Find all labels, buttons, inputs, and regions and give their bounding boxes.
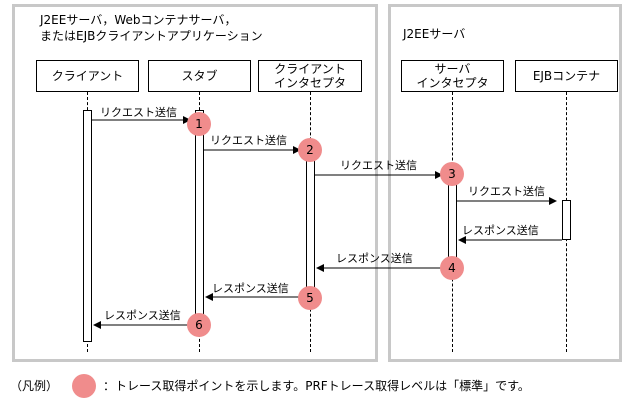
ejb-container-activation <box>562 200 571 240</box>
message-label-request-3: リクエスト送信 <box>340 159 417 172</box>
trace-point-5: 5 <box>298 286 322 310</box>
server-interceptor-box: サーバ インタセプタ <box>401 60 504 92</box>
stub-box: スタブ <box>148 60 251 92</box>
left-region-label: J2EEサーバ，Webコンテナサーバ， またはEJBクライアントアプリケーション <box>40 13 263 43</box>
message-label-request-4: リクエスト送信 <box>468 185 545 198</box>
trace-point-4: 4 <box>440 256 464 280</box>
message-label-request-2: リクエスト送信 <box>210 134 287 147</box>
ejb-container-box: EJBコンテナ <box>515 60 618 92</box>
message-label-response-2: レスポンス送信 <box>336 252 413 265</box>
legend-prefix: （凡例） <box>10 379 59 393</box>
trace-point-2: 2 <box>298 138 322 162</box>
client-activation <box>83 110 92 342</box>
client-box: クライアント <box>36 60 139 92</box>
trace-point-6: 6 <box>187 313 211 337</box>
legend-text: ：トレース取得ポイントを示します。PRFトレース取得レベルは「標準」です。 <box>103 379 530 393</box>
right-region-label: J2EEサーバ <box>403 27 466 41</box>
message-label-response-1: レスポンス送信 <box>462 224 539 237</box>
message-label-response-3: レスポンス送信 <box>212 282 289 295</box>
legend-point-icon <box>72 374 96 398</box>
client-interceptor-box: クライアント インタセプタ <box>258 60 362 92</box>
message-label-request-1: リクエスト送信 <box>100 106 177 119</box>
message-label-response-4: レスポンス送信 <box>104 309 181 322</box>
trace-point-3: 3 <box>440 162 464 186</box>
trace-point-1: 1 <box>187 112 211 136</box>
